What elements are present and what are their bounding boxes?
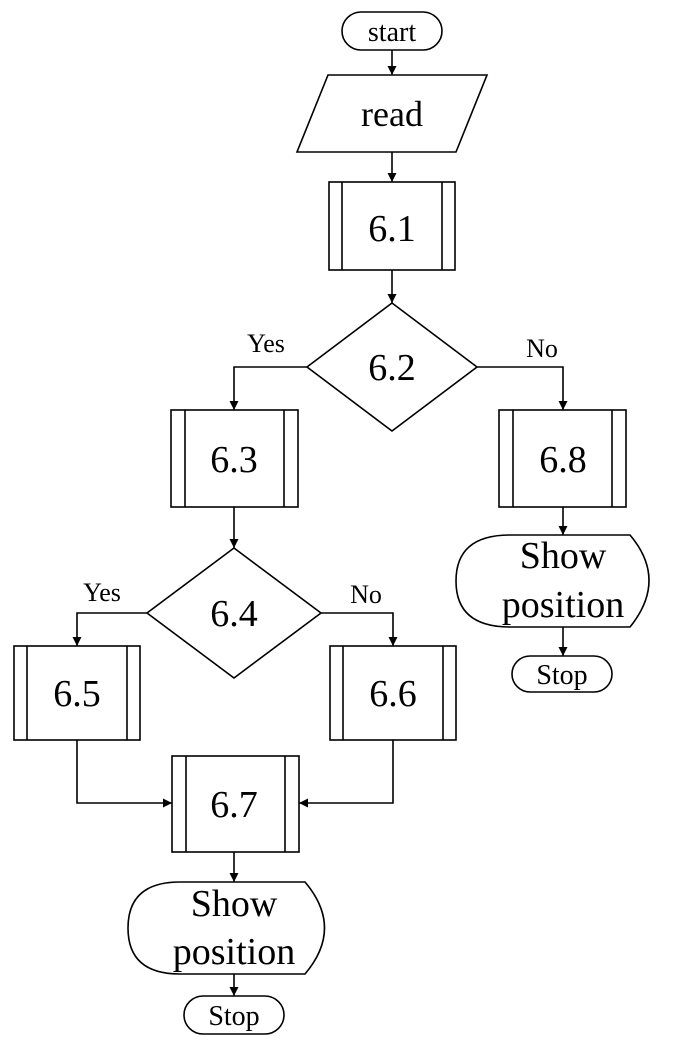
process-6-7-label: 6.7 xyxy=(210,784,258,826)
decision-6-2-no-label: No xyxy=(526,334,558,363)
decision-6-2-yes-label: Yes xyxy=(247,329,285,358)
display-left-line2: position xyxy=(173,931,295,973)
display-right-line2: position xyxy=(502,584,624,626)
process-6-5: 6.5 xyxy=(13,645,141,741)
process-6-8-label: 6.8 xyxy=(539,439,587,481)
edge-6-4-yes-to-6-5 xyxy=(72,612,147,646)
edge-6-2-no-to-6-8 xyxy=(477,366,568,410)
process-6-1: 6.1 xyxy=(328,181,456,271)
decision-6-4-no-label: No xyxy=(350,580,382,609)
process-6-3: 6.3 xyxy=(170,409,299,508)
edge-6-2-yes-to-6-3 xyxy=(229,366,307,410)
connectors xyxy=(72,50,568,996)
edge-6-6-to-6-7 xyxy=(299,740,394,808)
display-show-position-left: Show position xyxy=(127,881,326,975)
decision-6-4-label: 6.4 xyxy=(210,593,258,635)
process-6-5-label: 6.5 xyxy=(53,673,101,715)
process-6-1-label: 6.1 xyxy=(368,208,416,250)
process-6-3-label: 6.3 xyxy=(210,439,258,481)
display-left-line1: Show xyxy=(191,883,278,925)
display-show-position-right: Show position xyxy=(455,534,650,628)
start-label: start xyxy=(368,17,416,48)
edge-6-4-no-to-6-6 xyxy=(321,612,398,646)
start-terminal: start xyxy=(341,11,443,51)
stop-right-label: Stop xyxy=(536,660,587,691)
process-6-8: 6.8 xyxy=(498,409,627,508)
read-label: read xyxy=(361,94,423,134)
decision-6-2-label: 6.2 xyxy=(368,347,416,389)
stop-terminal-right: Stop xyxy=(511,655,613,693)
edge-6-5-to-6-7 xyxy=(76,740,172,808)
display-right-line1: Show xyxy=(520,535,607,577)
read-input: read xyxy=(295,74,489,153)
decision-6-4-yes-label: Yes xyxy=(83,578,121,607)
process-6-6-label: 6.6 xyxy=(369,673,417,715)
process-6-7: 6.7 xyxy=(171,755,300,853)
process-6-6: 6.6 xyxy=(329,645,457,741)
stop-terminal-left: Stop xyxy=(183,995,285,1035)
decision-6-2: 6.2 xyxy=(305,301,479,433)
decision-6-4: 6.4 xyxy=(145,547,323,679)
stop-left-label: Stop xyxy=(208,1001,259,1032)
